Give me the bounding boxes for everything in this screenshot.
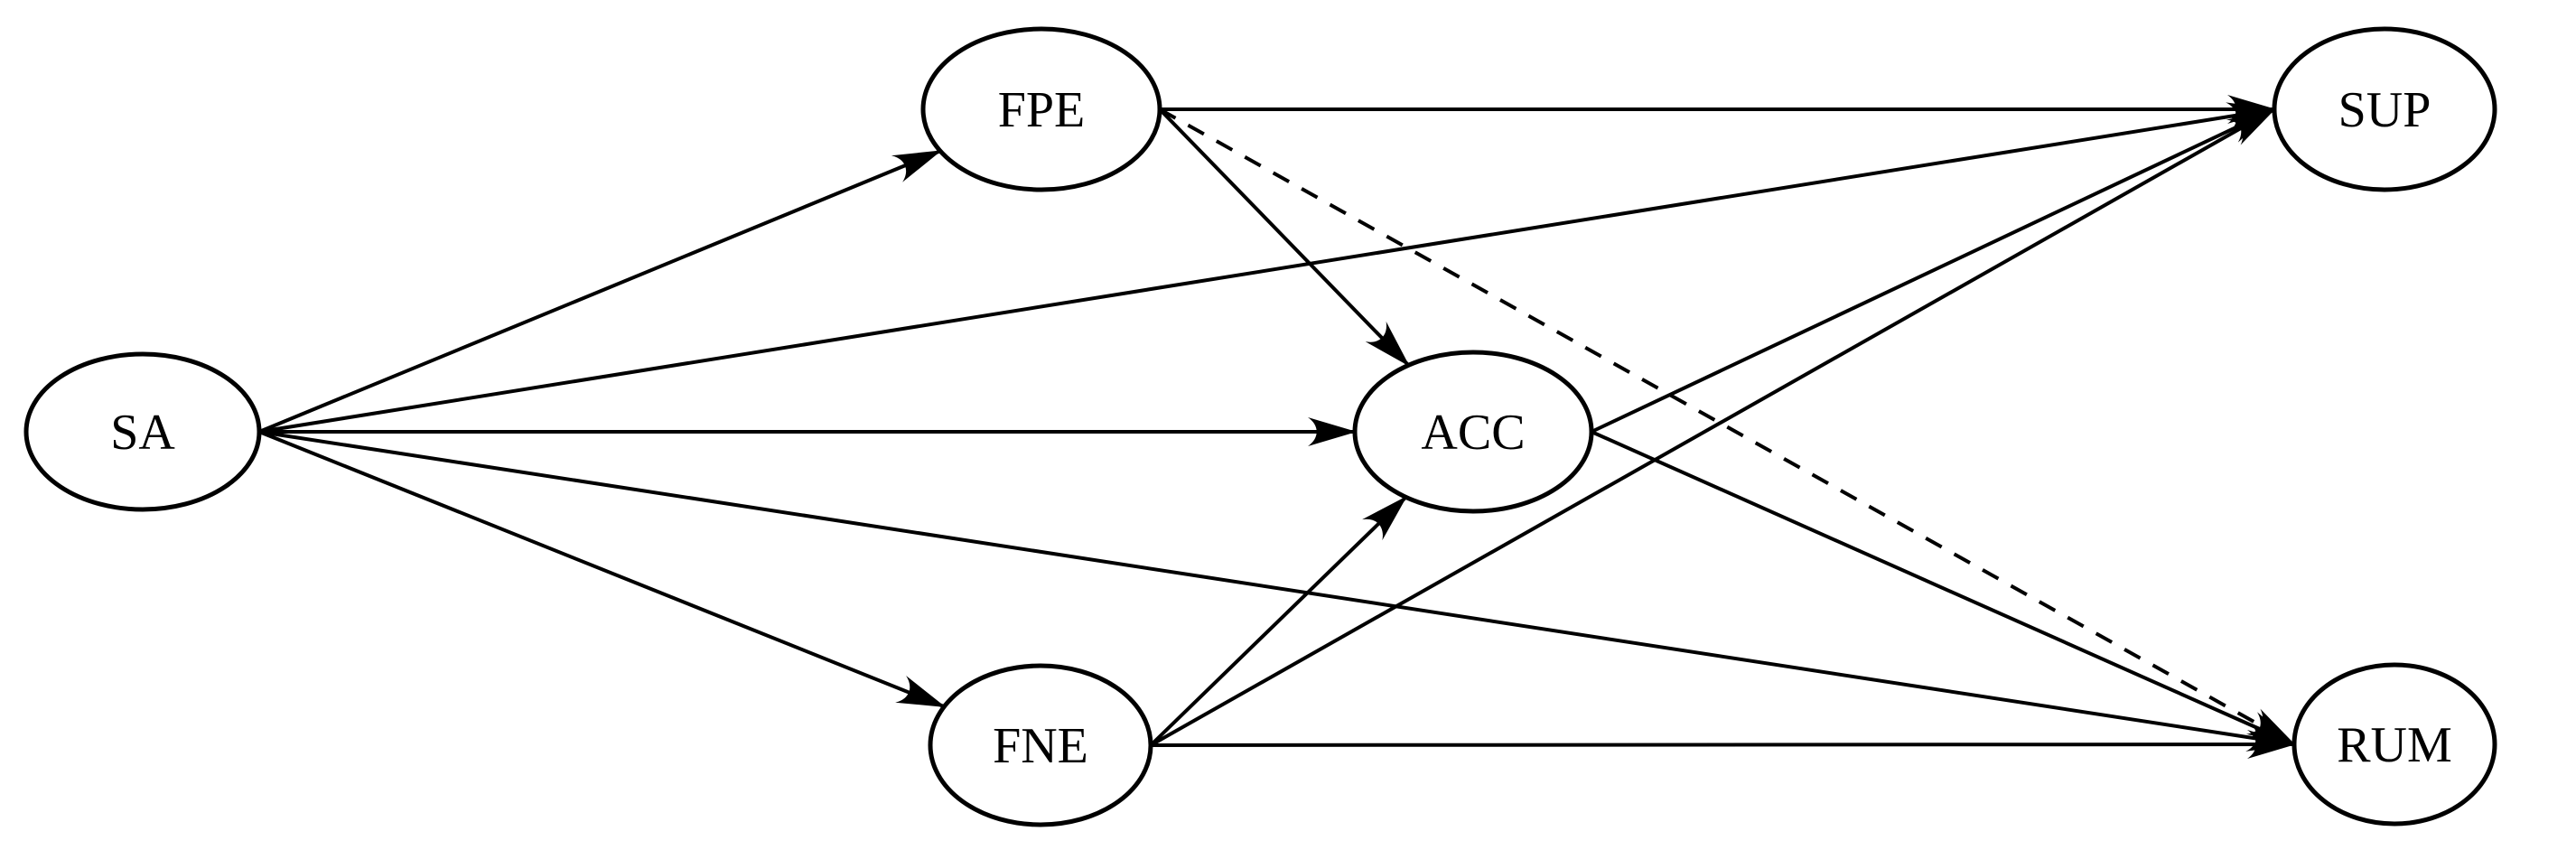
node-label-sup: SUP	[2338, 82, 2431, 138]
edge-sa-to-rum	[258, 430, 2296, 752]
edge-sa-to-fne	[258, 430, 947, 709]
edge-fpe-to-rum-dashed	[1159, 107, 2296, 746]
node-label-acc: ACC	[1421, 405, 1525, 461]
node-ellipse-rum	[2291, 662, 2497, 827]
edge-fne-to-sup	[1150, 107, 2276, 747]
nodes-layer: SA FPE FNE ACC SUP RUM	[23, 26, 2497, 827]
node-label-fpe: FPE	[998, 82, 1086, 138]
node-fne: FNE	[928, 663, 1153, 827]
node-ellipse-acc	[1352, 350, 1594, 514]
edge-acc-to-sup	[1591, 107, 2276, 434]
edge-acc-to-rum	[1591, 430, 2296, 746]
edges-layer	[258, 95, 2296, 760]
node-ellipse-fne	[928, 663, 1153, 827]
edge-sa-to-fpe	[258, 149, 942, 434]
node-fpe: FPE	[920, 26, 1162, 192]
edge-sa-to-sup	[258, 102, 2276, 434]
node-acc: ACC	[1352, 350, 1594, 514]
node-label-sa: SA	[110, 405, 175, 461]
node-sa: SA	[23, 351, 262, 512]
node-label-rum: RUM	[2337, 717, 2452, 773]
node-label-fne: FNE	[993, 718, 1088, 774]
node-sup: SUP	[2272, 26, 2497, 192]
node-rum: RUM	[2291, 662, 2497, 827]
edge-fne-to-acc	[1149, 495, 1407, 747]
node-ellipse-sup	[2272, 26, 2497, 192]
edge-fne-to-rum	[1150, 730, 2296, 760]
node-ellipse-sa	[23, 351, 262, 512]
node-ellipse-fpe	[920, 26, 1162, 192]
edge-fpe-to-acc	[1158, 107, 1410, 367]
